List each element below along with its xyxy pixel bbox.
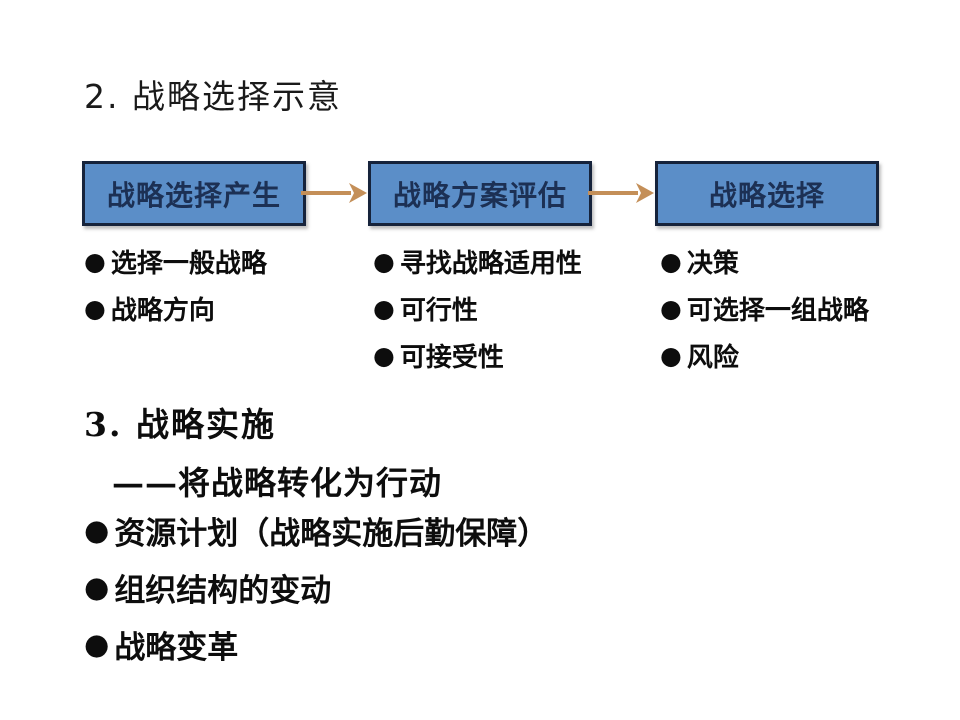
section3-subline: ——将战略转化为行动 bbox=[112, 464, 443, 502]
list-item: ● 决策 bbox=[660, 238, 869, 285]
bullet-icon: ● bbox=[373, 341, 395, 370]
bullet-icon: ● bbox=[660, 294, 682, 323]
flow-box-strategy-evaluation: 战略方案评估 bbox=[368, 161, 592, 226]
list-item: ● 选择一般战略 bbox=[84, 238, 267, 285]
list-item: ● 资源计划（战略实施后勤保障） bbox=[84, 502, 548, 559]
list-item-label: 风险 bbox=[686, 343, 739, 373]
list-item-label: 可选择一组战略 bbox=[686, 296, 869, 326]
bullet-icon: ● bbox=[84, 247, 106, 276]
bullet-icon: ● bbox=[84, 294, 106, 323]
flow-box-label: 战略方案评估 bbox=[392, 178, 567, 212]
list-item-label: 资源计划（战略实施后勤保障） bbox=[114, 516, 549, 552]
list-item: ● 可接受性 bbox=[373, 332, 582, 379]
list-item-label: 寻找战略适用性 bbox=[399, 249, 582, 279]
list-item: ● 战略变革 bbox=[84, 616, 548, 673]
bullet-column-generation: ● 选择一般战略 ● 战略方向 bbox=[84, 238, 267, 332]
section3-bullet-list: ● 资源计划（战略实施后勤保障） ● 组织结构的变动 ● 战略变革 bbox=[84, 502, 548, 673]
bullet-icon: ● bbox=[373, 247, 395, 276]
bullet-column-selection: ● 决策 ● 可选择一组战略 ● 风险 bbox=[660, 238, 869, 379]
bullet-icon: ● bbox=[660, 341, 682, 370]
list-item: ● 战略方向 bbox=[84, 285, 267, 332]
bullet-icon: ● bbox=[660, 247, 682, 276]
list-item: ● 寻找战略适用性 bbox=[373, 238, 582, 285]
arrow-right-icon bbox=[588, 183, 654, 203]
list-item-label: 组织结构的变动 bbox=[114, 573, 332, 609]
section3-heading: 3. 战略实施 bbox=[84, 405, 276, 444]
list-item-label: 可接受性 bbox=[399, 343, 504, 373]
bullet-icon: ● bbox=[84, 627, 110, 661]
flow-box-label: 战略选择 bbox=[708, 178, 825, 212]
page-title: 2. 战略选择示意 bbox=[84, 77, 342, 116]
list-item: ● 可行性 bbox=[373, 285, 582, 332]
list-item: ● 风险 bbox=[660, 332, 869, 379]
bullet-column-evaluation: ● 寻找战略适用性 ● 可行性 ● 可接受性 bbox=[373, 238, 582, 379]
arrow-right-icon bbox=[301, 183, 367, 203]
flow-box-strategy-generation: 战略选择产生 bbox=[82, 161, 306, 226]
list-item-label: 战略方向 bbox=[110, 296, 215, 326]
bullet-icon: ● bbox=[84, 513, 110, 547]
flow-box-strategy-selection: 战略选择 bbox=[655, 161, 879, 226]
list-item-label: 可行性 bbox=[399, 296, 478, 326]
list-item: ● 可选择一组战略 bbox=[660, 285, 869, 332]
list-item-label: 选择一般战略 bbox=[110, 249, 267, 279]
list-item: ● 组织结构的变动 bbox=[84, 559, 548, 616]
list-item-label: 战略变革 bbox=[114, 630, 239, 666]
bullet-icon: ● bbox=[84, 570, 110, 604]
bullet-icon: ● bbox=[373, 294, 395, 323]
list-item-label: 决策 bbox=[686, 249, 739, 279]
flow-box-label: 战略选择产生 bbox=[106, 178, 281, 212]
